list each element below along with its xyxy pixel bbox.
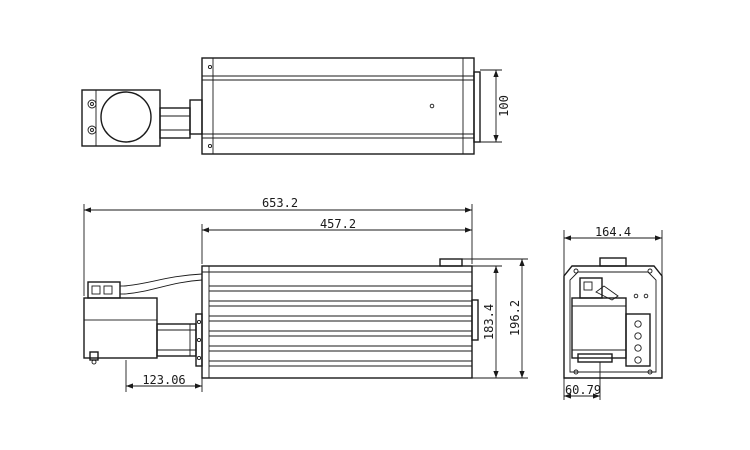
screw-icon xyxy=(87,99,97,109)
screw-icon xyxy=(429,103,435,109)
screw-icon xyxy=(207,143,213,149)
top-view-housing xyxy=(201,57,475,155)
end-view: 164.4 60.79 xyxy=(563,225,663,400)
screw-icon xyxy=(573,369,579,375)
dim-body-height: 183.4 xyxy=(482,304,496,340)
dim-front-offset: 123.06 xyxy=(142,373,185,387)
connector-icon xyxy=(579,277,603,299)
connector-icon xyxy=(87,281,121,299)
screw-icon xyxy=(647,369,653,375)
top-view: 100 xyxy=(81,57,511,155)
screw-icon xyxy=(87,125,97,135)
side-view: 653.2 457.2 123.06 183.4 196.2 xyxy=(83,196,528,392)
dim-end-offset: 60.79 xyxy=(565,383,601,397)
lens-icon xyxy=(100,91,152,143)
end-view-scan-head xyxy=(571,297,627,359)
end-view-housing xyxy=(563,265,663,379)
cable xyxy=(123,273,203,287)
screw-icon xyxy=(647,268,653,274)
cooling-fins xyxy=(209,285,472,367)
dim-end-width: 164.4 xyxy=(595,225,631,239)
port-icon xyxy=(634,332,642,340)
screw-icon xyxy=(207,64,213,70)
port-icon xyxy=(634,344,642,352)
top-view-scan-head xyxy=(81,89,161,147)
dim-overall-height: 196.2 xyxy=(508,300,522,336)
port-icon xyxy=(634,320,642,328)
screw-icon xyxy=(573,268,579,274)
port-icon xyxy=(634,356,642,364)
dim-top-height: 100 xyxy=(497,95,511,117)
side-view-scan-head xyxy=(83,297,158,359)
dim-overall-length: 653.2 xyxy=(262,196,298,210)
dim-body-length: 457.2 xyxy=(320,217,356,231)
